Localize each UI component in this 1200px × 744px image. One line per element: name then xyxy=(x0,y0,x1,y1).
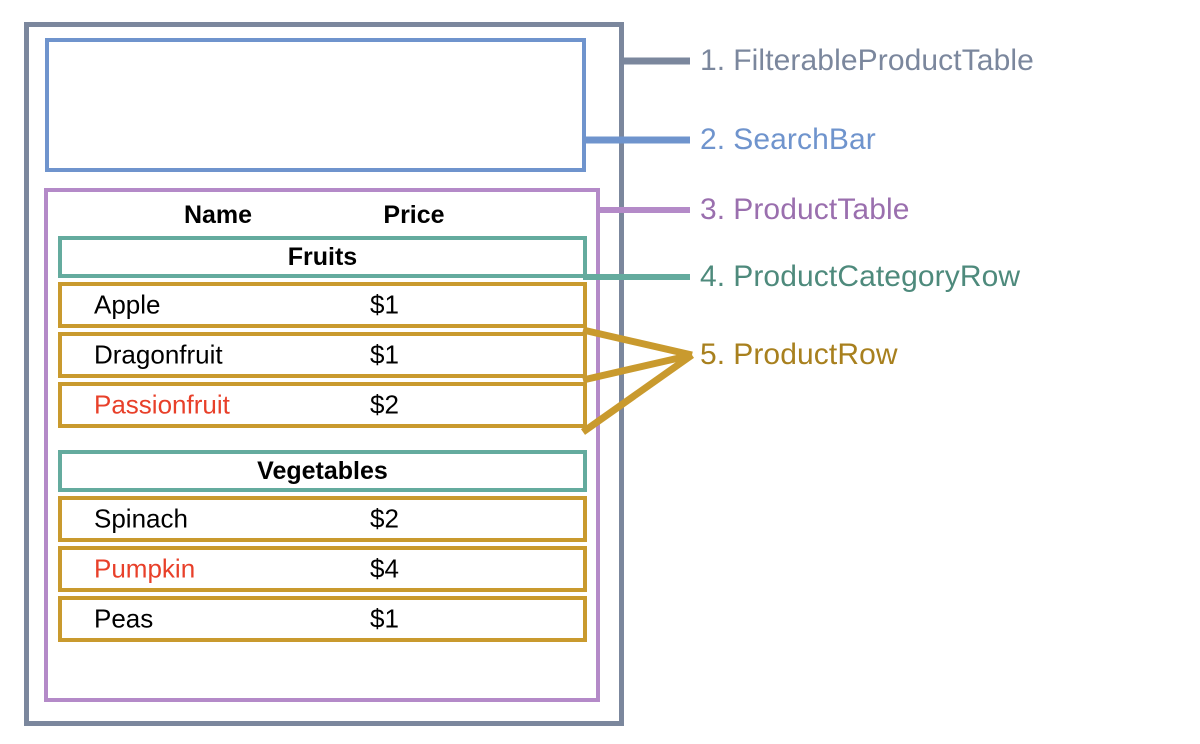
product-price: $1 xyxy=(370,289,399,320)
product-price: $2 xyxy=(370,503,399,534)
legend-number: 4. xyxy=(700,260,726,293)
legend-label: ProductCategoryRow xyxy=(733,260,1021,293)
product-name: Pumpkin xyxy=(94,553,196,584)
legend-item-filterable-product-table: 1.FilterableProductTable xyxy=(700,46,1034,76)
product-category-row: Vegetables xyxy=(58,450,587,492)
product-row: Pumpkin $4 xyxy=(58,546,587,592)
product-table-body: Name Price Fruits Apple $1 Dragonfruit $… xyxy=(58,192,587,646)
product-price: $2 xyxy=(370,389,399,420)
product-category-row: Fruits xyxy=(58,236,587,278)
legend-label: ProductTable xyxy=(733,193,910,226)
product-name: Passionfruit xyxy=(94,389,230,420)
column-header-price: Price xyxy=(383,201,445,229)
product-row: Apple $1 xyxy=(58,282,587,328)
product-name: Dragonfruit xyxy=(94,339,223,370)
legend-label: SearchBar xyxy=(733,123,876,156)
product-row: Passionfruit $2 xyxy=(58,382,587,428)
product-price: $1 xyxy=(370,339,399,370)
legend-number: 3. xyxy=(700,193,726,226)
product-row: Dragonfruit $1 xyxy=(58,332,587,378)
product-name: Apple xyxy=(94,289,161,320)
legend-label: FilterableProductTable xyxy=(733,44,1034,77)
column-header-name: Name xyxy=(183,201,253,229)
product-category-label: Vegetables xyxy=(257,456,388,485)
legend-number: 2. xyxy=(700,123,726,156)
product-price: $4 xyxy=(370,553,399,584)
category-group-spacer xyxy=(58,432,587,450)
legend-number: 1. xyxy=(700,44,726,77)
product-table-frame: Name Price Fruits Apple $1 Dragonfruit $… xyxy=(44,188,600,702)
product-name: Spinach xyxy=(94,503,188,534)
product-table-header: Name Price xyxy=(58,192,587,236)
legend-label: ProductRow xyxy=(733,338,898,371)
product-price: $1 xyxy=(370,603,399,634)
product-category-label: Fruits xyxy=(287,242,358,271)
legend-item-product-row: 5.ProductRow xyxy=(700,340,898,370)
product-name: Peas xyxy=(94,603,154,634)
legend-item-product-category-row: 4.ProductCategoryRow xyxy=(700,262,1020,292)
product-row: Peas $1 xyxy=(58,596,587,642)
product-row: Spinach $2 xyxy=(58,496,587,542)
legend-number: 5. xyxy=(700,338,726,371)
search-bar-frame xyxy=(45,38,586,172)
legend-item-product-table: 3.ProductTable xyxy=(700,195,910,225)
legend-item-search-bar: 2.SearchBar xyxy=(700,125,876,155)
